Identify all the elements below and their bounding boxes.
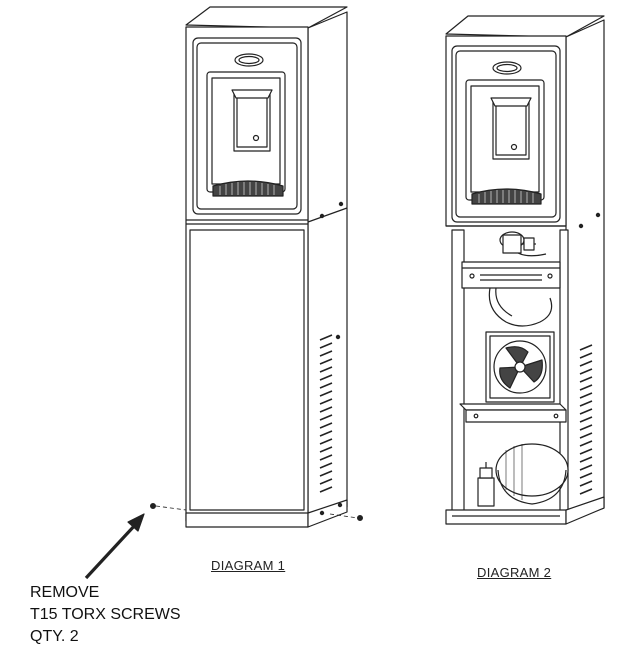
unit-closed-drawing: [150, 6, 364, 528]
diagram-1-caption: DIAGRAM 1: [211, 558, 286, 573]
instruction-line-3: QTY. 2: [30, 628, 79, 645]
unit-open-drawing: [445, 15, 605, 525]
diagram-2-caption: DIAGRAM 2: [477, 565, 552, 580]
removal-instruction: REMOVE T15 TORX SCREWS QTY. 2: [30, 582, 181, 648]
instruction-line-2: T15 TORX SCREWS: [30, 606, 181, 623]
leader-arrow: [84, 513, 145, 580]
instruction-line-1: REMOVE: [30, 584, 100, 601]
